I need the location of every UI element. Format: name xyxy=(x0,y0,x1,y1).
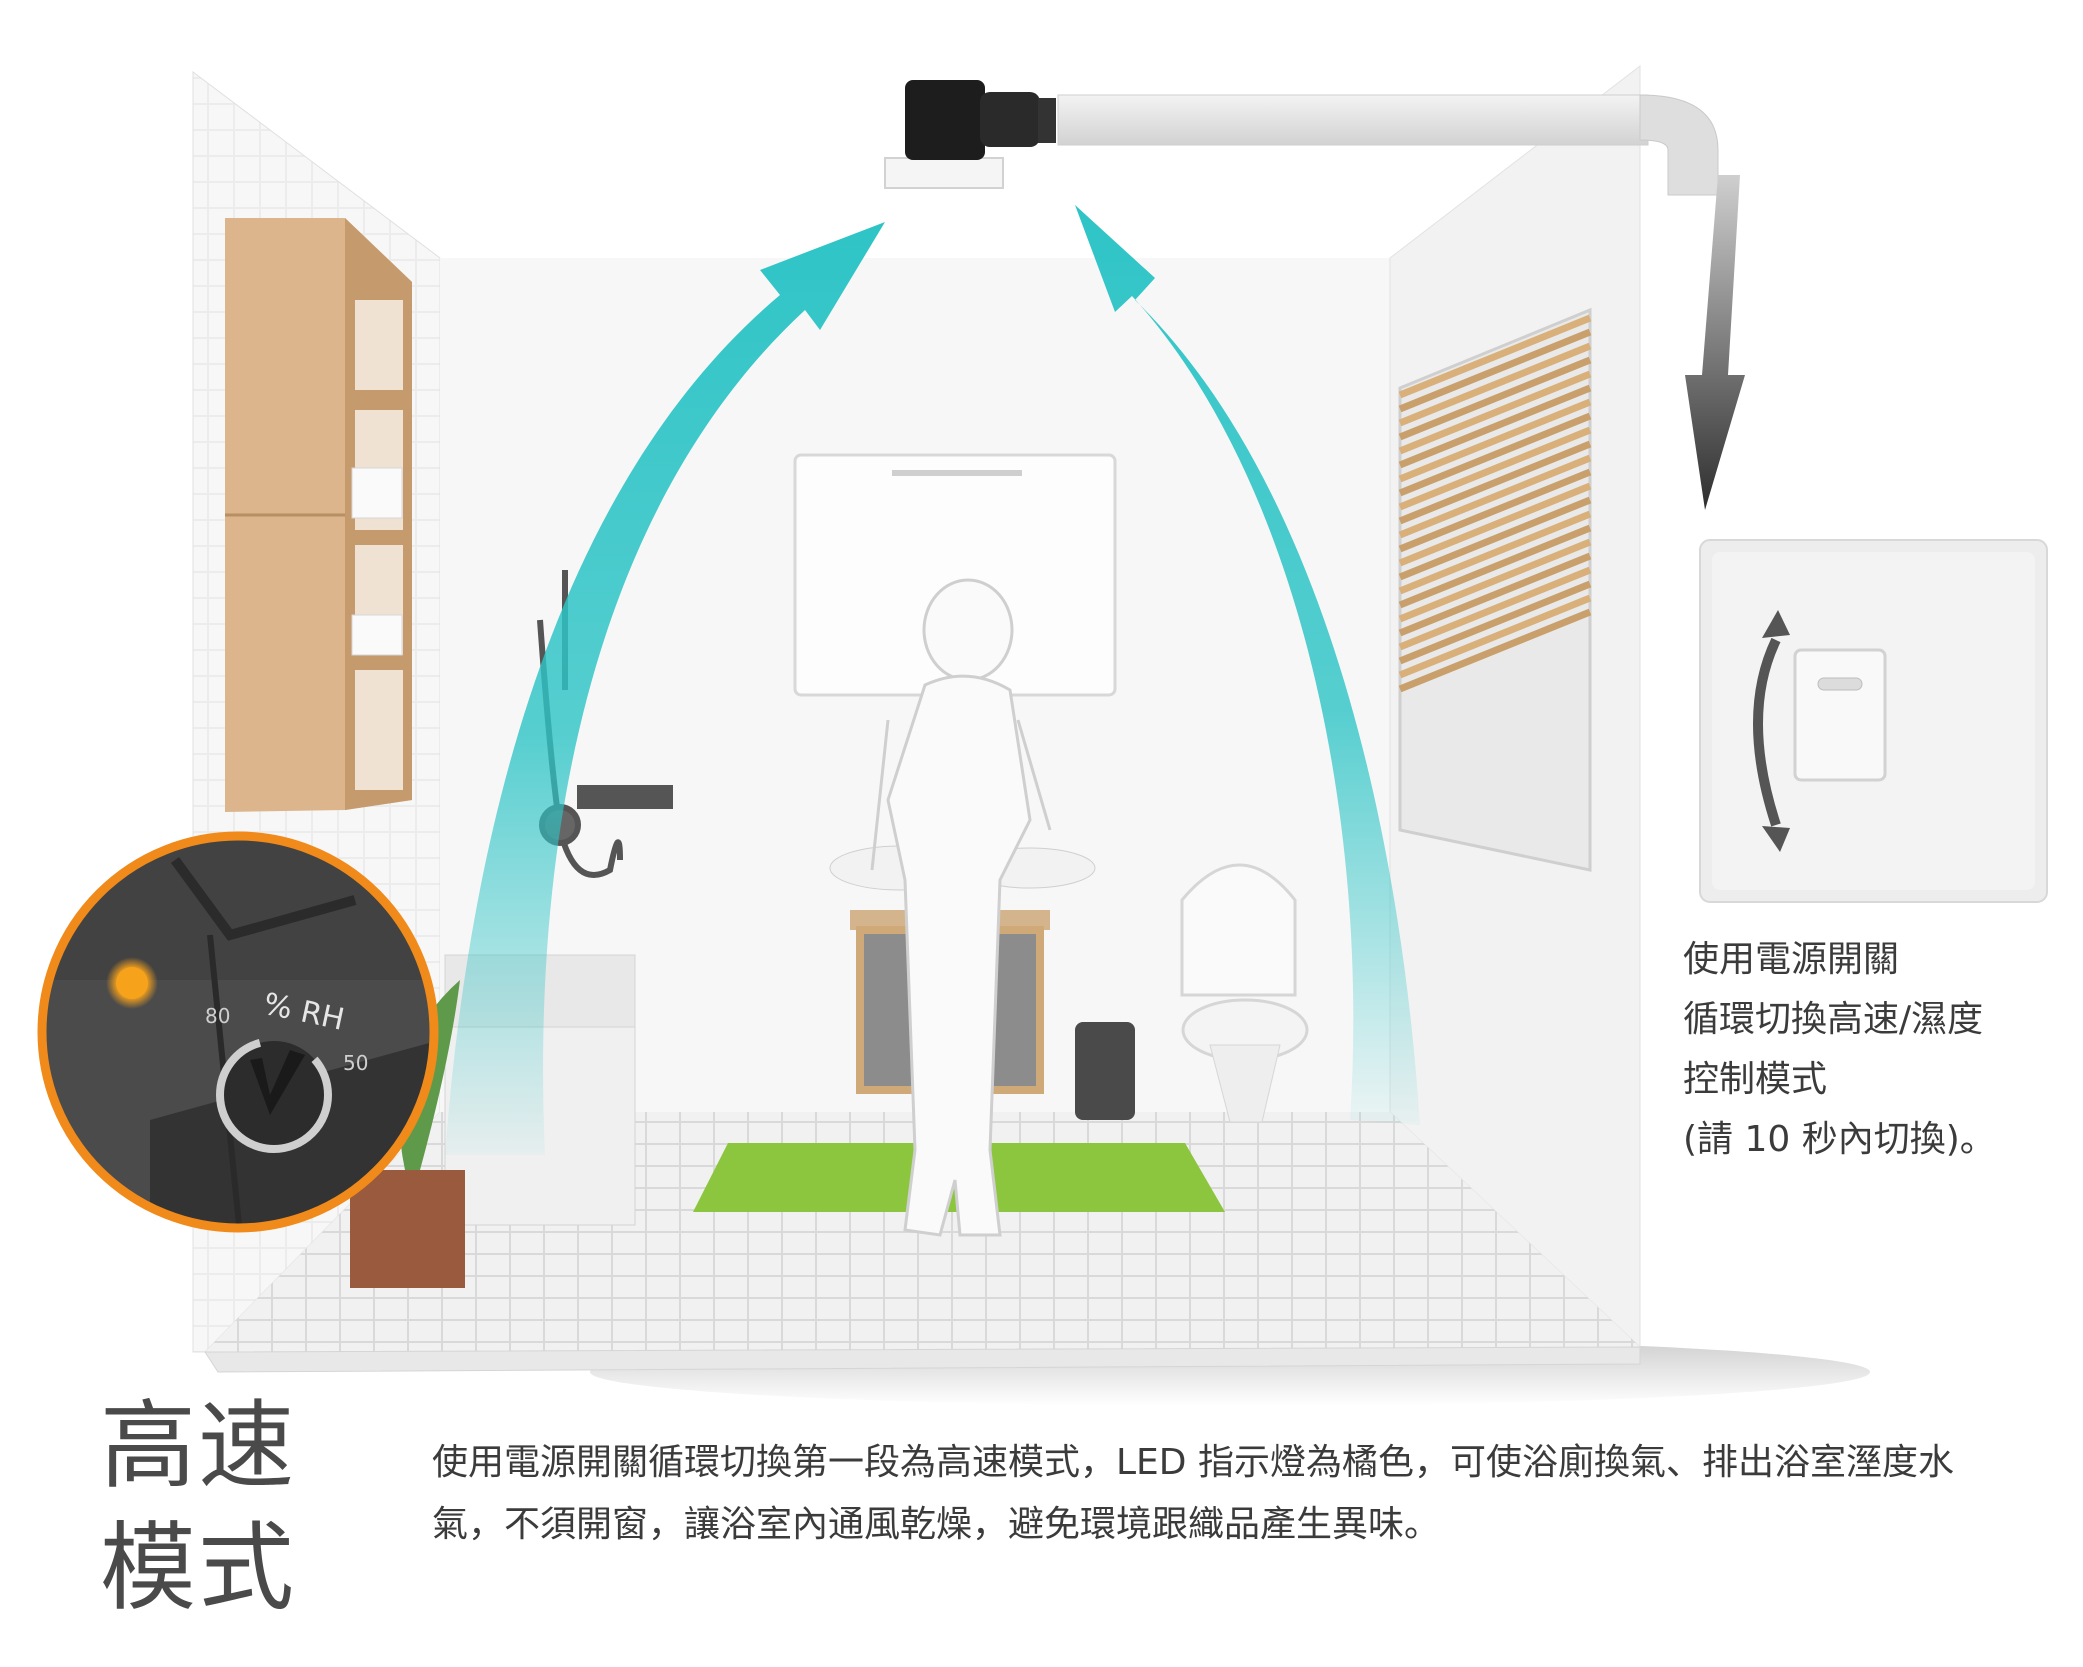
blind-slat xyxy=(1398,342,1592,427)
blind-slat xyxy=(1398,482,1592,567)
blind-slat xyxy=(1398,468,1592,553)
blind-slat xyxy=(1398,426,1592,511)
exhaust-duct xyxy=(1057,94,1719,196)
switch-note-line-2: 循環切換高速/濕度 xyxy=(1683,999,1984,1040)
blind-slat xyxy=(1398,496,1592,581)
blind-slat xyxy=(1398,412,1592,497)
blind-slat xyxy=(1398,594,1592,679)
mode-description: 使用電源開關循環切換第一段為高速模式，LED 指示燈為橘色，可使浴廁換氣、排出浴… xyxy=(432,1442,1954,1545)
airflow-arrow-left xyxy=(445,222,885,1155)
mode-title-line-2: 模式 xyxy=(100,1512,296,1624)
blind-slat xyxy=(1398,538,1592,623)
woman-figure xyxy=(870,578,1052,1237)
inset-ring xyxy=(37,831,439,1233)
blind-slat xyxy=(1398,440,1592,525)
blind-slat xyxy=(1398,566,1592,651)
blind-slat xyxy=(1398,328,1592,413)
window-blinds xyxy=(1398,307,1592,872)
switch-note-line-3: 控制模式 xyxy=(1683,1059,1828,1100)
trash-bin xyxy=(1075,1022,1135,1120)
blind-slat xyxy=(1398,608,1592,693)
cycle-arrow-icon xyxy=(1753,637,1781,827)
switch-instructions: 使用電源開關 循環切換高速/濕度 控制模式 (請 10 秒內切換)。 xyxy=(1683,930,2063,1170)
airflow-arrow-right xyxy=(1075,205,1420,1125)
ceiling-fan-unit xyxy=(884,80,1056,189)
wall-switch-panel xyxy=(1699,539,2048,903)
blind-slat xyxy=(1398,580,1592,665)
wooden-shelf xyxy=(225,218,412,812)
mode-title-line-1: 高速 xyxy=(100,1390,296,1502)
switch-note-line-4: (請 10 秒內切換)。 xyxy=(1683,1119,1996,1160)
humidity-dial-inset: % RH 80 50 xyxy=(37,831,439,1233)
blind-slat xyxy=(1398,454,1592,539)
blind-slat xyxy=(1398,384,1592,469)
blind-slat xyxy=(1398,510,1592,595)
blind-slat xyxy=(1398,370,1592,455)
mode-title: 高速 模式 xyxy=(100,1385,330,1629)
blind-slat xyxy=(1398,314,1592,399)
dial-mark-low: 50 xyxy=(343,1051,368,1075)
switch-note-line-1: 使用電源開關 xyxy=(1683,939,1900,980)
blind-slat xyxy=(1398,398,1592,483)
blind-slat xyxy=(1398,356,1592,441)
toilet xyxy=(1180,863,1309,1123)
blind-slat xyxy=(1398,552,1592,637)
floor-edge xyxy=(204,1346,1641,1373)
dial-mark-high: 80 xyxy=(205,1004,230,1028)
exhaust-down-arrow xyxy=(1685,175,1745,510)
blind-slat xyxy=(1398,524,1592,609)
